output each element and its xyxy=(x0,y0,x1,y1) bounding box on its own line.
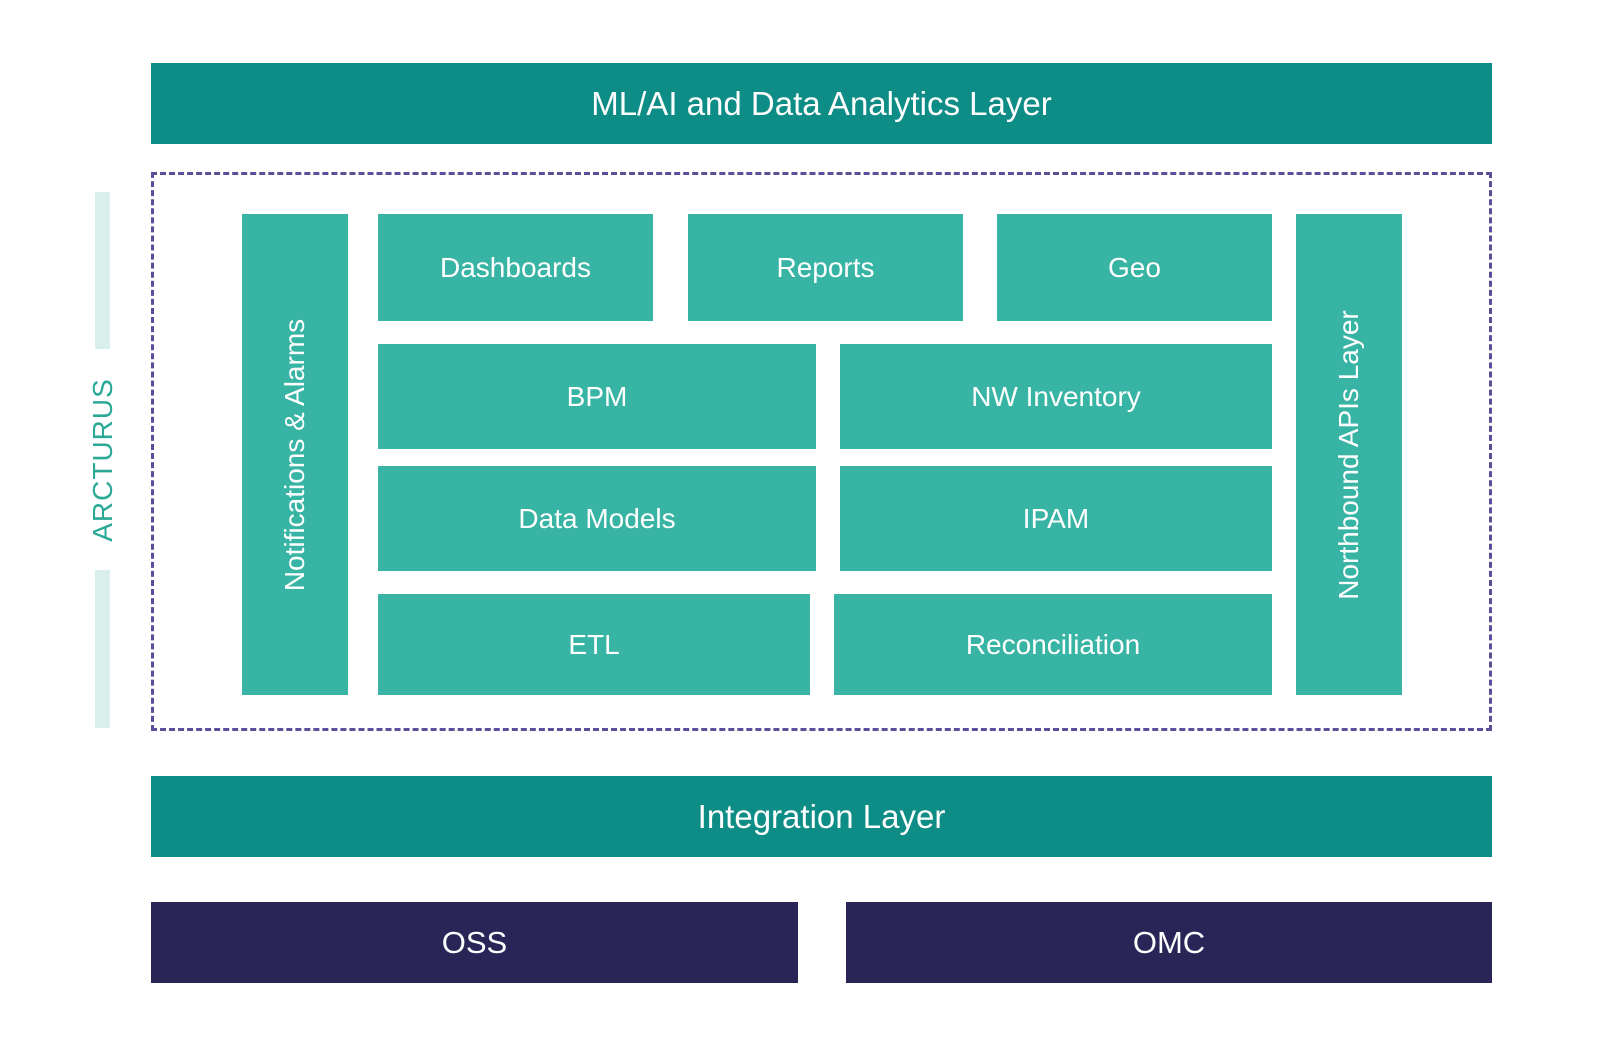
dashboards-label: Dashboards xyxy=(440,251,591,283)
side-bar-top xyxy=(95,192,110,349)
integration-layer: Integration Layer xyxy=(151,776,1492,857)
data-models-label: Data Models xyxy=(518,502,676,534)
bpm-label: BPM xyxy=(566,380,628,412)
data-models-module: Data Models xyxy=(378,466,816,571)
ml-ai-data-analytics-layer: ML/AI and Data Analytics Layer xyxy=(151,63,1492,144)
etl-label: ETL xyxy=(568,628,620,660)
notifications-alarms-column: Notifications & Alarms xyxy=(242,214,348,695)
ml-ai-data-analytics-layer-label: ML/AI and Data Analytics Layer xyxy=(591,84,1052,122)
etl-module: ETL xyxy=(378,594,810,695)
side-bar-bottom xyxy=(95,570,110,728)
oss-label: OSS xyxy=(441,924,508,960)
reports-label: Reports xyxy=(776,251,875,283)
notifications-alarms-label: Notifications & Alarms xyxy=(279,318,311,591)
dashboards-module: Dashboards xyxy=(378,214,653,321)
nw-inventory-label: NW Inventory xyxy=(971,380,1141,412)
northbound-apis-column: Northbound APIs Layer xyxy=(1296,214,1402,695)
oss-system: OSS xyxy=(151,902,798,983)
reports-module: Reports xyxy=(688,214,963,321)
arcturus-platform-frame xyxy=(151,172,1492,731)
omc-label: OMC xyxy=(1132,924,1206,960)
ipam-module: IPAM xyxy=(840,466,1272,571)
omc-system: OMC xyxy=(846,902,1492,983)
geo-label: Geo xyxy=(1108,251,1161,283)
arcturus-side-label: ARCTURUS xyxy=(40,378,165,542)
northbound-apis-label: Northbound APIs Layer xyxy=(1333,309,1365,600)
arcturus-label: ARCTURUS xyxy=(86,378,118,542)
nw-inventory-module: NW Inventory xyxy=(840,344,1272,449)
reconciliation-label: Reconciliation xyxy=(965,628,1141,660)
ipam-label: IPAM xyxy=(1022,502,1090,534)
bpm-module: BPM xyxy=(378,344,816,449)
integration-layer-label: Integration Layer xyxy=(697,797,946,835)
geo-module: Geo xyxy=(997,214,1272,321)
reconciliation-module: Reconciliation xyxy=(834,594,1272,695)
